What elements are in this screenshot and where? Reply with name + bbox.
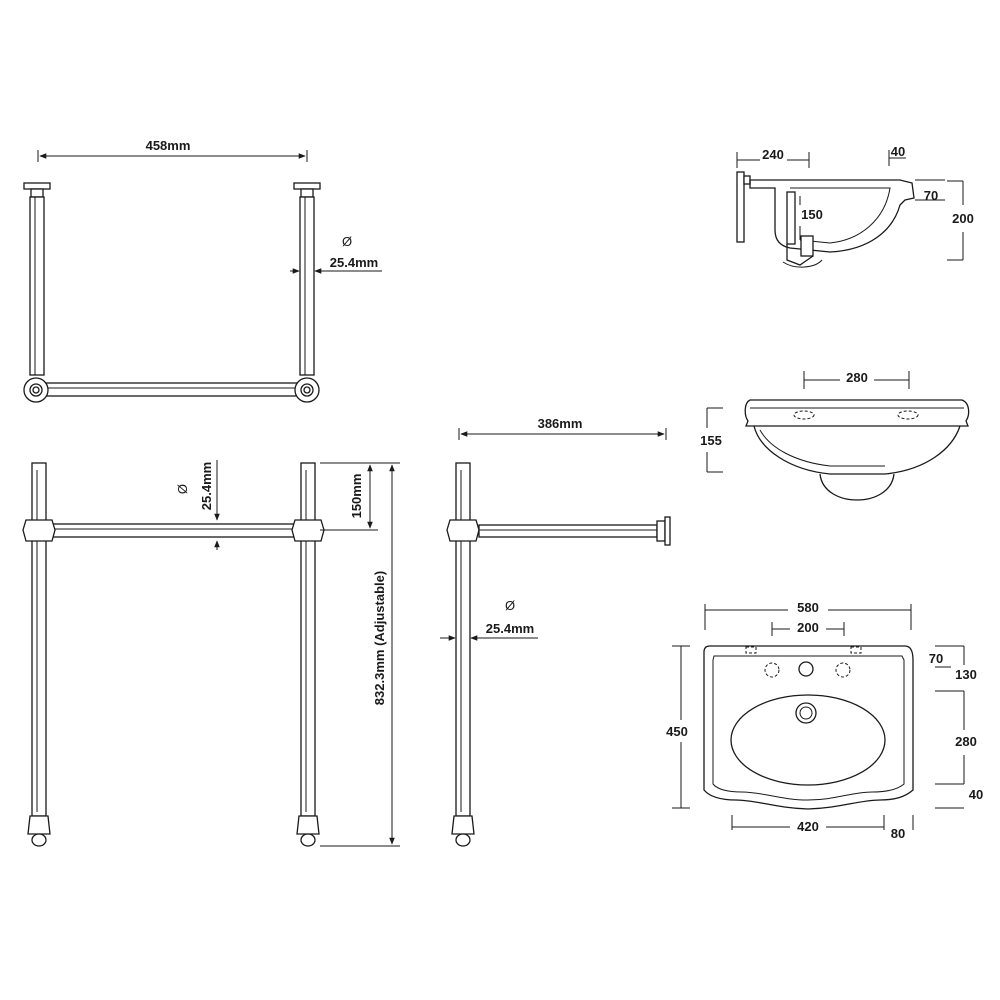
basin-side-70-label: 70	[924, 188, 938, 203]
frame-front-dia-symbol: Ø	[175, 484, 190, 494]
basin-front-elevation: 280 155	[700, 370, 970, 501]
basin-side-240-label: 240	[762, 147, 784, 162]
basin-side-40-label: 40	[891, 144, 905, 159]
basin-top-580-label: 580	[797, 600, 819, 615]
basin-top-80-label: 80	[891, 826, 905, 841]
frame-depth-label: 386mm	[538, 416, 583, 431]
basin-front-280-label: 280	[846, 370, 868, 385]
basin-top-280-label: 280	[955, 734, 977, 749]
frame-front-view: Ø 25.4mm 150mm 832.3mm (Adjustable)	[22, 460, 400, 847]
frame-side-dia-symbol: Ø	[505, 598, 515, 613]
basin-front-155-label: 155	[700, 433, 722, 448]
basin-top-plan: 580 200 450 420 80	[666, 600, 983, 841]
basin-side-200-label: 200	[952, 211, 974, 226]
frame-height-label: 832.3mm (Adjustable)	[372, 571, 387, 705]
frame-rail-drop-label: 150mm	[349, 474, 364, 519]
basin-top-420-label: 420	[797, 819, 819, 834]
basin-side-section: 240 40 70 200 150	[736, 144, 974, 268]
frame-top-dia-symbol: Ø	[342, 234, 352, 249]
basin-top-450-label: 450	[666, 724, 688, 739]
frame-top-view: 458mm Ø 25.4mm	[23, 138, 382, 403]
basin-top-70-label: 70	[929, 651, 943, 666]
frame-front-dia-label: 25.4mm	[199, 462, 214, 510]
frame-width-label: 458mm	[146, 138, 191, 153]
basin-top-200-label: 200	[797, 620, 819, 635]
basin-side-150-label: 150	[801, 207, 823, 222]
frame-top-dia-label: 25.4mm	[330, 255, 378, 270]
frame-side-view: 386mm Ø 25.4mm	[440, 416, 671, 847]
frame-side-dia-label: 25.4mm	[486, 621, 534, 636]
basin-top-130-label: 130	[955, 667, 977, 682]
basin-top-40-label: 40	[969, 787, 983, 802]
